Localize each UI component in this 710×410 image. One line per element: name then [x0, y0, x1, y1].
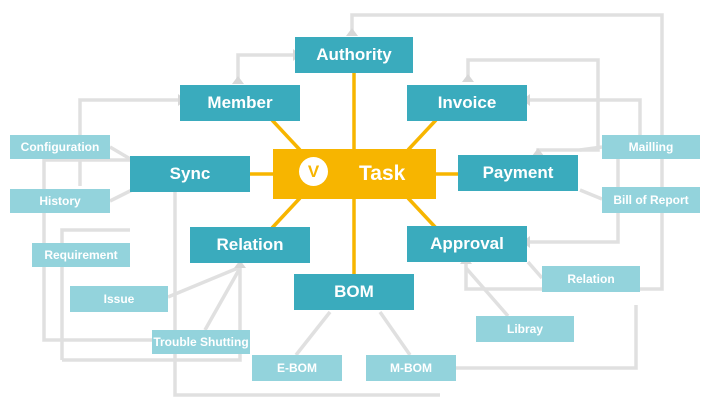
connector-approval [406, 196, 438, 230]
relation-sub-node: Relation [542, 266, 640, 292]
link-relation-approval [526, 260, 544, 280]
task-node: V Task [273, 149, 436, 199]
connector-invoice [406, 118, 438, 152]
link-mailling-payment [579, 145, 603, 152]
libray-node: Libray [476, 316, 574, 342]
bill-of-report-node: Bill of Report [602, 187, 700, 213]
approval-node: Approval [407, 226, 527, 262]
payment-node: Payment [458, 155, 578, 191]
connector-member [270, 118, 302, 152]
link-approval-right [530, 135, 620, 244]
connector-relation [270, 196, 302, 230]
relation-node: Relation [190, 227, 310, 263]
link-mbom-bom [378, 310, 412, 357]
authority-node: Authority [295, 37, 413, 73]
link-libray-approval [464, 266, 510, 318]
e-bom-node: E-BOM [252, 355, 342, 381]
requirement-node: Requirement [32, 243, 130, 267]
configuration-node: Configuration [10, 135, 110, 159]
member-node: Member [180, 85, 300, 121]
link-history-sync [109, 188, 133, 203]
link-left-bottom [60, 228, 130, 360]
link-bottom-loop [173, 192, 440, 397]
history-node: History [10, 189, 110, 213]
link-bottom-right [456, 305, 638, 370]
invoice-node: Invoice [407, 85, 527, 121]
sync-node: Sync [130, 156, 250, 192]
link-issue-relation [167, 266, 239, 299]
check-badge-icon: V [299, 157, 328, 186]
trouble-shutting-node: Trouble Shutting [152, 330, 250, 354]
m-bom-node: M-BOM [366, 355, 456, 381]
task-label: Task [359, 162, 406, 185]
link-trouble-relation [203, 267, 242, 331]
bom-node: BOM [294, 274, 414, 310]
link-left-bottom2 [62, 268, 242, 362]
link-config-sync [109, 145, 133, 162]
link-ebom-bom [294, 310, 332, 357]
link-member-authority [236, 53, 293, 84]
link-bill-payment [579, 188, 603, 201]
link-invoice-right [530, 98, 642, 135]
mailling-node: Mailling [602, 135, 700, 159]
issue-node: Issue [70, 286, 168, 312]
